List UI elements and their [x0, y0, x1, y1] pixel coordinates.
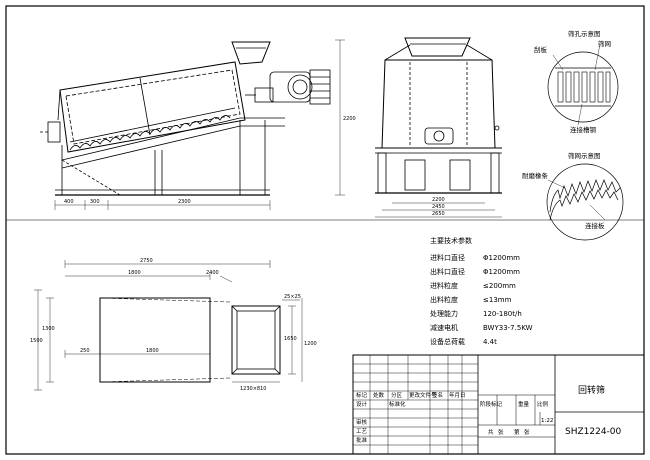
side-dim-3: 2300: [178, 199, 191, 205]
tb-row-review: 审核: [356, 418, 368, 426]
tb-sheet-no: 第: [514, 428, 520, 436]
tb-sheet-unit-1: 张: [498, 428, 504, 436]
spec-label-1: 出料口直径: [430, 267, 465, 276]
plan-dim-top-2: 1800: [128, 270, 141, 276]
drawing-border: [5, 5, 645, 455]
end-view: [375, 37, 502, 194]
plan-dim-left-2: 1300: [42, 326, 55, 332]
detail-screen-mesh: [546, 163, 624, 241]
tb-weight: 重量: [518, 400, 530, 408]
tb-header-zone: 分区: [391, 391, 403, 399]
detail-top-label-screen: 筛网: [598, 39, 611, 48]
plan-view-dimensions: [34, 260, 303, 391]
tb-row-standard: 标准化: [389, 400, 406, 408]
end-dim-3: 2650: [432, 211, 445, 217]
spec-value-2: ≤200mm: [483, 282, 516, 290]
tb-row-process: 工艺: [356, 428, 368, 435]
spec-value-6: 4.4t: [483, 338, 497, 346]
plan-dim-right-1: 1650: [284, 336, 297, 342]
plan-dim-bottom-1: 250: [80, 348, 90, 354]
spec-label-3: 出料粒度: [430, 295, 458, 304]
spec-label-0: 进料口直径: [430, 253, 465, 262]
tb-row-approve: 批准: [356, 436, 368, 444]
detail-bottom-label-plate: 连接板: [585, 221, 605, 230]
spec-label-4: 处理能力: [430, 309, 458, 318]
title-block: [352, 354, 645, 455]
tb-scale-label: 比例: [537, 400, 549, 408]
end-view-dimensions: [375, 202, 502, 218]
detail-top-label-scraper: 刮板: [534, 45, 548, 54]
spec-value-3: ≤13mm: [483, 296, 512, 304]
spec-label-5: 减速电机: [430, 323, 458, 332]
tb-drawing-number: SHZ1224-00: [565, 427, 622, 437]
side-view-dimensions: [54, 39, 345, 210]
plan-dim-bottom-2: 1800: [146, 348, 159, 354]
tb-header-date: 年月日: [449, 391, 466, 399]
detail-screen-holes: [547, 43, 619, 126]
spec-value-4: 120-180t/h: [483, 310, 522, 318]
spec-title: 主要技术参数: [430, 236, 472, 245]
tb-header-change: 更改文件号: [409, 391, 437, 399]
plan-dim-left-1: 1500: [30, 338, 43, 344]
tb-row-design: 设计: [356, 400, 368, 408]
spec-label-2: 进料粒度: [430, 281, 458, 290]
end-dim-1: 2200: [432, 197, 445, 203]
plan-dim-top-1: 2750: [140, 258, 153, 264]
end-dim-2: 2450: [432, 204, 445, 210]
detail-bottom-title: 筛网示意图: [568, 151, 601, 160]
tb-sheet-total: 共: [488, 428, 494, 436]
side-view: [40, 41, 331, 196]
spec-value-5: BWY33-7.5KW: [483, 324, 533, 332]
spec-label-6: 设备总荷载: [430, 337, 465, 346]
plan-dim-right-top: 25×25: [284, 294, 301, 300]
detail-top-label-channel: 连接槽钢: [570, 125, 597, 134]
plan-dim-right-2: 1200: [304, 341, 317, 347]
spec-value-0: Φ1200mm: [483, 254, 520, 262]
tb-header-count: 处数: [373, 391, 385, 399]
detail-bottom-label-rubber: 耐磨橡条: [522, 171, 549, 180]
tb-header-sign: 签名: [432, 391, 443, 399]
plan-dim-base: 1230×810: [240, 386, 266, 392]
tb-header-mark: 标记: [356, 391, 368, 399]
tb-drawing-name: 回转筛: [578, 384, 605, 396]
detail-top-title: 筛孔示意图: [568, 29, 601, 38]
tb-scale-value: 1:22: [541, 418, 553, 424]
side-dim-2: 300: [90, 199, 100, 205]
plan-view: [99, 297, 281, 383]
plan-dim-top-3: 2400: [206, 270, 219, 276]
spec-value-1: Φ1200mm: [483, 268, 520, 276]
side-dim-height: 2200: [343, 116, 356, 122]
tb-stage-mark: 阶段标记: [480, 400, 503, 408]
side-dim-1: 400: [64, 199, 74, 205]
spec-table: 主要技术参数 进料口直径 Φ1200mm 出料口直径 Φ1200mm 进料粒度 …: [430, 236, 533, 346]
tb-sheet-unit-2: 张: [524, 428, 530, 436]
